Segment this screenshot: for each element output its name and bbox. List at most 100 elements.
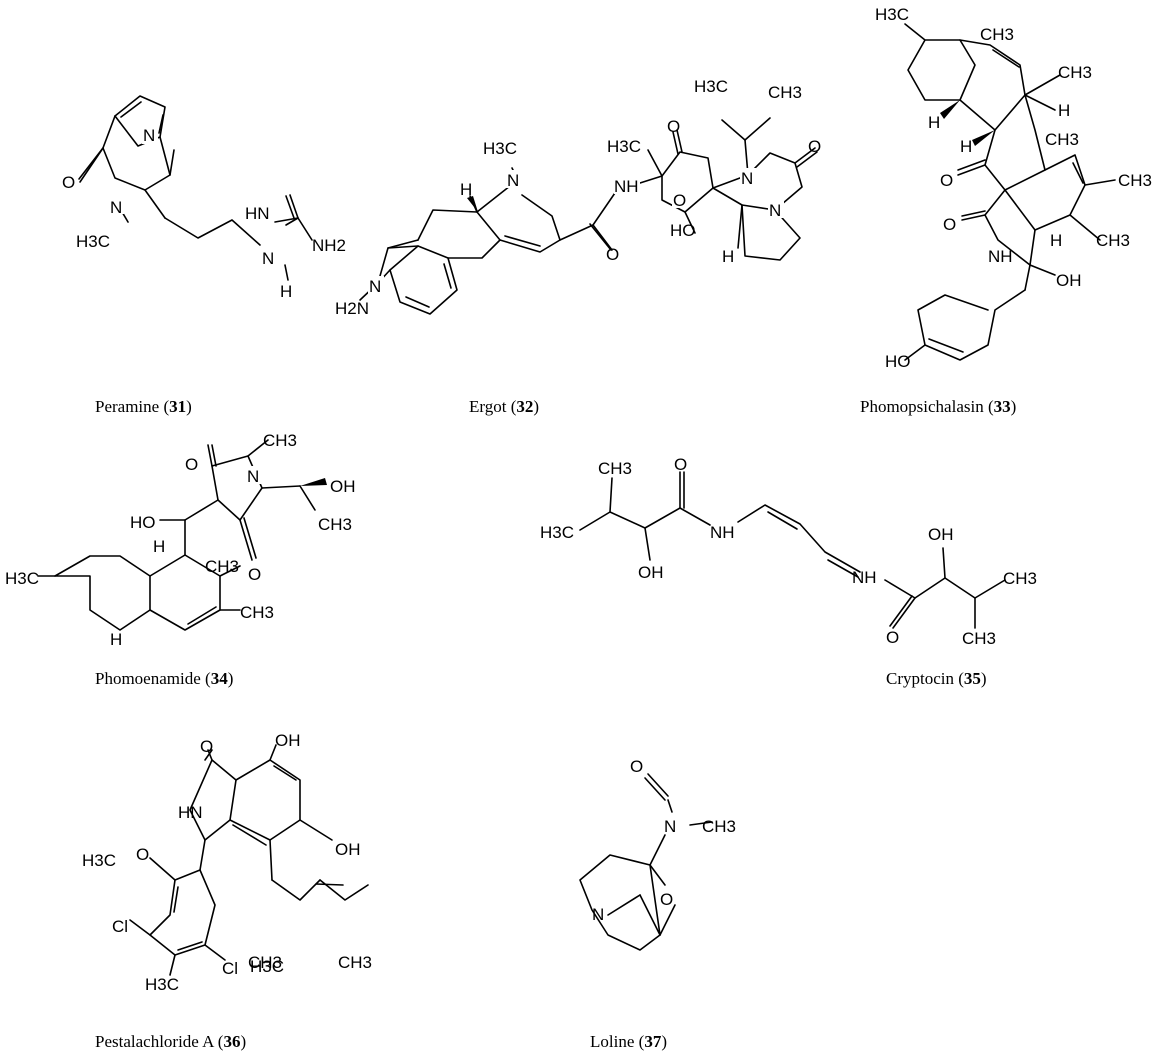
atom-label: CH3: [1096, 231, 1130, 250]
atom-label: H3C: [694, 77, 728, 96]
structure-ergot: H3C N H H2N N NH O H3C O H3C CH3 O N O H…: [335, 77, 821, 318]
atom-label: OH: [275, 731, 301, 750]
atom-label: NH: [988, 247, 1013, 266]
caption-peramine: Peramine (31): [95, 397, 192, 416]
atom-label: H: [1058, 101, 1070, 120]
caption-phomopsichalasin: Phomopsichalasin (33): [860, 397, 1017, 416]
compound-name: Phomoenamide: [95, 669, 201, 688]
atom-label: OH: [335, 840, 361, 859]
atom-label: O: [200, 737, 213, 756]
atom-label: H3C: [540, 523, 574, 542]
atom-label: O: [136, 845, 149, 864]
atom-label: N: [110, 198, 122, 217]
atom-label: CH3: [1003, 569, 1037, 588]
atom-label: OH: [928, 525, 954, 544]
atom-label: H3C: [607, 137, 641, 156]
caption-pestalachloride: Pestalachloride A (36): [95, 1032, 247, 1051]
compound-number: 37: [644, 1032, 662, 1051]
atom-label: H: [960, 137, 972, 156]
atom-label: O: [62, 173, 75, 192]
atom-label: Cl: [222, 959, 238, 978]
atom-label: H: [110, 630, 122, 649]
atom-label: H3C: [483, 139, 517, 158]
atom-label: H: [280, 282, 292, 301]
atom-label: O: [674, 455, 687, 474]
structure-loline: O N CH3 O N: [579, 757, 736, 951]
atom-label: O: [808, 137, 821, 156]
compound-name: Pestalachloride A: [95, 1032, 214, 1051]
atom-label: N: [247, 467, 259, 486]
structure-cryptocin: CH3 O H3C NH OH OH NH CH3 O CH3: [540, 455, 1037, 648]
atom-label: N: [143, 126, 155, 145]
compound-number: 35: [963, 669, 981, 688]
atom-label: HO: [670, 221, 696, 240]
atom-label: N: [664, 817, 676, 836]
atom-label: CH3: [240, 603, 274, 622]
atom-label: NH: [710, 523, 735, 542]
atom-label: H3C: [76, 232, 110, 251]
atom-label: N: [262, 249, 274, 268]
atom-label: OH: [330, 477, 356, 496]
structure-peramine: N O N H3C HN NH2 N H: [60, 95, 346, 301]
atom-label: HN: [245, 204, 270, 223]
caption-loline: Loline (37): [590, 1032, 667, 1051]
atom-label: O: [185, 455, 198, 474]
atom-label: O: [248, 565, 261, 584]
compound-number: 32: [516, 397, 534, 416]
structure-pestalachloride: O OH HN OH H3C O Cl Cl H3C CH3 CH3 H3C: [82, 731, 372, 994]
atom-label: H: [1050, 231, 1062, 250]
compound-name: Peramine: [95, 397, 160, 416]
atom-label: O: [660, 890, 673, 909]
atom-label: N: [741, 169, 753, 188]
atom-label: H: [153, 537, 165, 556]
atom-label: H2N: [335, 299, 369, 318]
caption-cryptocin: Cryptocin (35): [886, 669, 987, 688]
atom-label: O: [886, 628, 899, 647]
atom-label: CH3: [980, 25, 1014, 44]
atom-label: OH: [1056, 271, 1082, 290]
atom-label: CH3: [338, 953, 372, 972]
atom-label: H: [722, 247, 734, 266]
atom-label: CH3: [702, 817, 736, 836]
compound-number: 31: [169, 397, 187, 416]
caption-ergot: Ergot (32): [469, 397, 540, 416]
atom-label: CH3: [248, 953, 282, 972]
atom-label: CH3: [1118, 171, 1152, 190]
compound-name: Loline: [590, 1032, 635, 1051]
atom-label: N: [592, 905, 604, 924]
atom-label: CH3: [598, 459, 632, 478]
atom-label: H3C: [5, 569, 39, 588]
atom-label: NH2: [312, 236, 346, 255]
atom-label: OH: [638, 563, 664, 582]
atom-label: H: [460, 180, 472, 199]
compound-name: Ergot: [469, 397, 507, 416]
compound-number: 36: [223, 1032, 241, 1051]
atom-label: O: [606, 245, 619, 264]
atom-label: H3C: [82, 851, 116, 870]
compound-number: 33: [993, 397, 1011, 416]
atom-label: N: [769, 201, 781, 220]
atom-label: CH3: [1058, 63, 1092, 82]
atom-label: N: [507, 171, 519, 190]
atom-label: O: [630, 757, 643, 776]
atom-label: CH3: [205, 557, 239, 576]
atom-label: HN: [178, 803, 203, 822]
compound-name: Phomopsichalasin: [860, 397, 984, 416]
atom-label: O: [667, 117, 680, 136]
compound-name: Cryptocin: [886, 669, 959, 688]
atom-label: O: [943, 215, 956, 234]
atom-label: CH3: [318, 515, 352, 534]
compound-number: 34: [210, 669, 228, 688]
atom-label: CH3: [263, 431, 297, 450]
atom-label: O: [940, 171, 953, 190]
structure-phomopsichalasin: H3C CH3 CH3 H H H CH3 O CH3 O NH H CH3 O…: [875, 5, 1152, 371]
atom-label: CH3: [962, 629, 996, 648]
atom-label: NH: [852, 568, 877, 587]
atom-label: N: [369, 277, 381, 296]
atom-label: CH3: [768, 83, 802, 102]
caption-phomoenamide: Phomoenamide (34): [95, 669, 234, 688]
atom-label: HO: [885, 352, 911, 371]
atom-label: NH: [614, 177, 639, 196]
